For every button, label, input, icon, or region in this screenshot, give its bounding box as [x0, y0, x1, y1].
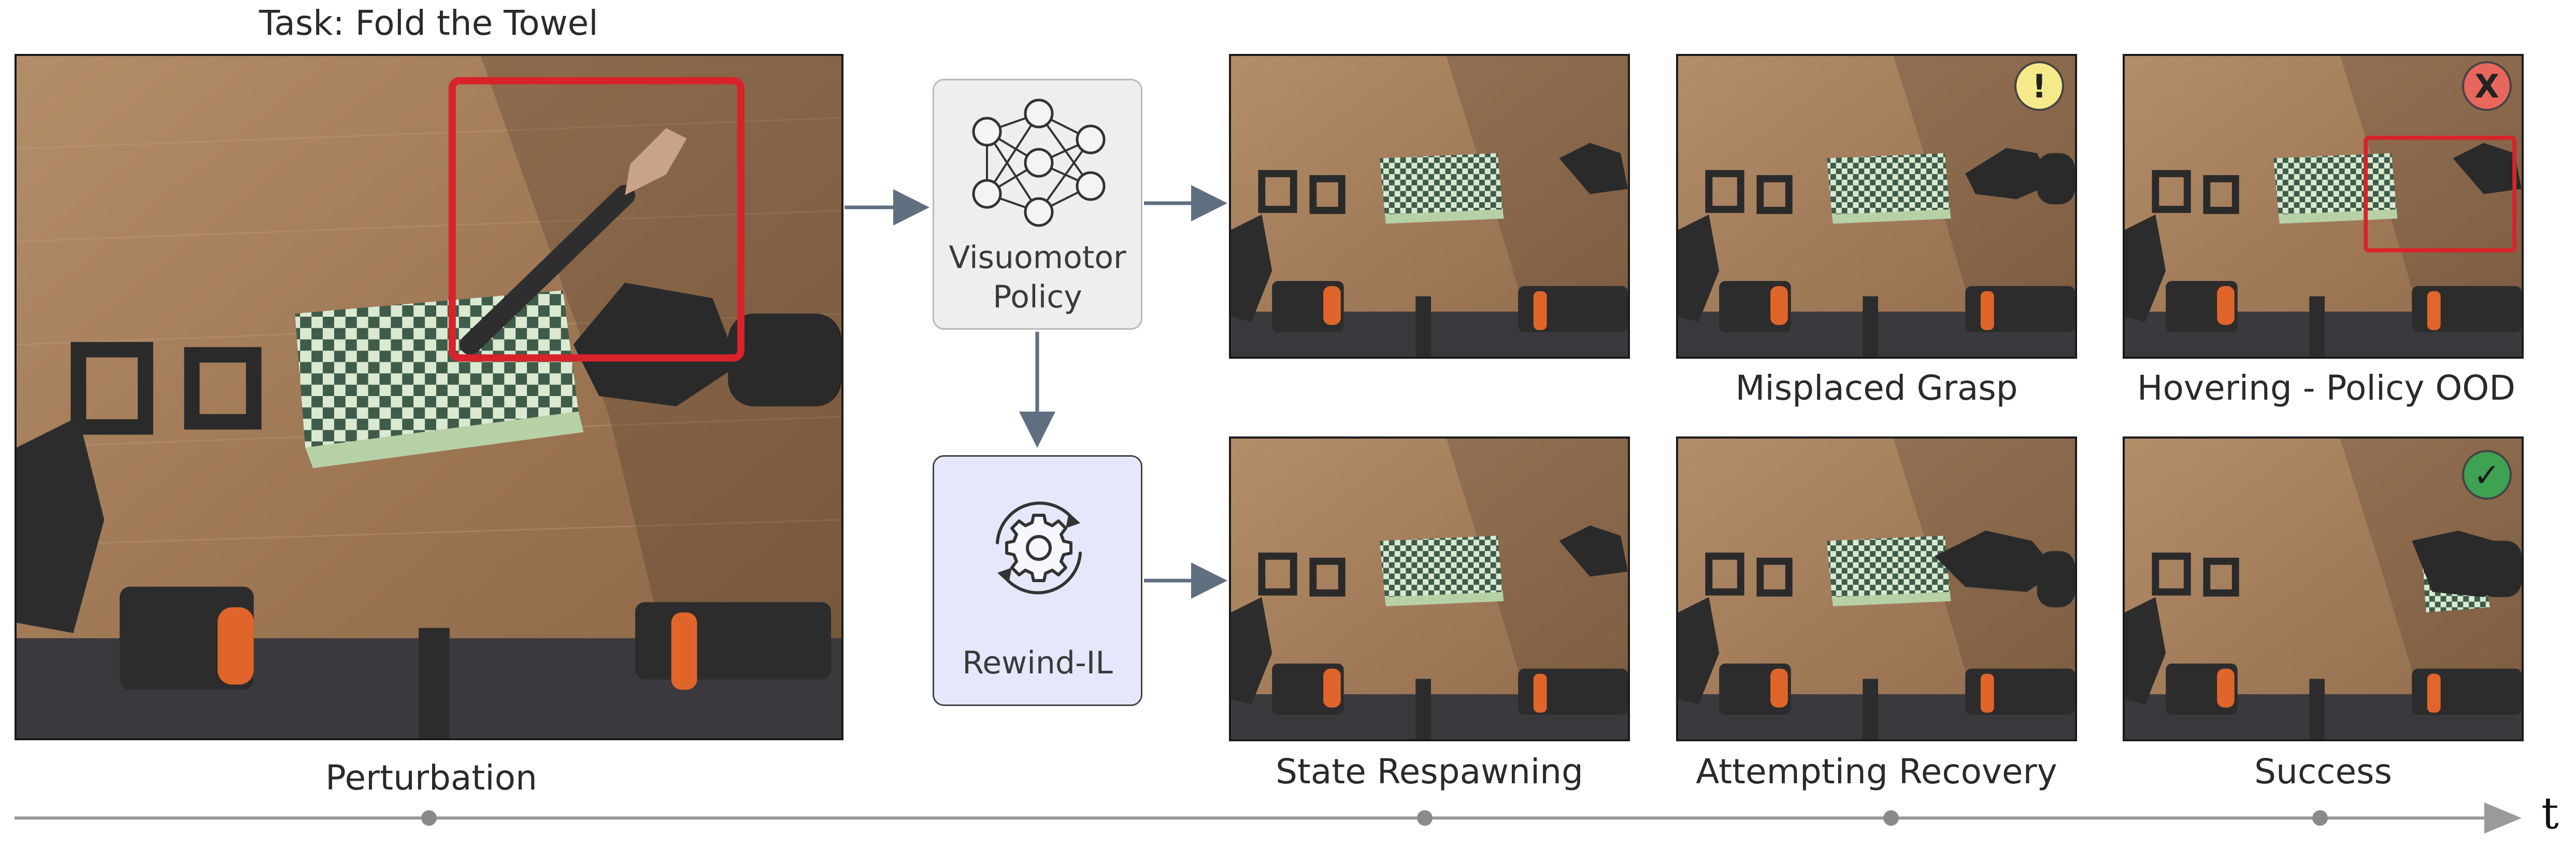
- warning-badge-icon: !: [2014, 61, 2064, 111]
- frame-attempting-recovery: [1676, 436, 2077, 741]
- task-title: Task: Fold the Towel: [259, 3, 598, 43]
- timeline-marker-respawning: [1417, 810, 1433, 826]
- frame-state-respawning: [1229, 436, 1630, 741]
- timeline-axis-label: t: [2541, 788, 2559, 839]
- frame-hovering-ood: [2123, 54, 2524, 359]
- visuomotor-label-line1: Visuomotor: [949, 239, 1126, 276]
- visuomotor-policy-box: Visuomotor Policy: [933, 79, 1142, 330]
- caption-perturbation: Perturbation: [325, 758, 537, 798]
- timeline-marker-success: [2312, 810, 2328, 826]
- rewind-il-label: Rewind-IL: [962, 645, 1113, 681]
- perturbation-image: [15, 54, 843, 740]
- visuomotor-label-line2: Policy: [993, 279, 1082, 315]
- frame-policy-rollout: [1229, 54, 1630, 359]
- frame-success: [2123, 436, 2524, 741]
- neural-network-icon: [972, 98, 1106, 227]
- caption-hovering-ood: Hovering - Policy OOD: [2137, 368, 2516, 408]
- caption-attempting-recovery: Attempting Recovery: [1696, 752, 2057, 792]
- rewind-il-box: Rewind-IL: [933, 455, 1142, 706]
- timeline: [15, 802, 2522, 834]
- timeline-marker-perturbation: [421, 810, 437, 826]
- caption-misplaced-grasp: Misplaced Grasp: [1735, 368, 2018, 408]
- frame-misplaced-grasp: [1676, 54, 2077, 359]
- failure-badge-icon: X: [2462, 61, 2512, 111]
- caption-state-respawning: State Respawning: [1276, 752, 1583, 792]
- perturbation-highlight-box: [448, 77, 745, 362]
- success-badge-icon: ✓: [2462, 450, 2512, 500]
- timeline-marker-recovery: [1883, 810, 1899, 826]
- caption-success: Success: [2254, 752, 2392, 792]
- gear-cycle-icon: [996, 501, 1082, 595]
